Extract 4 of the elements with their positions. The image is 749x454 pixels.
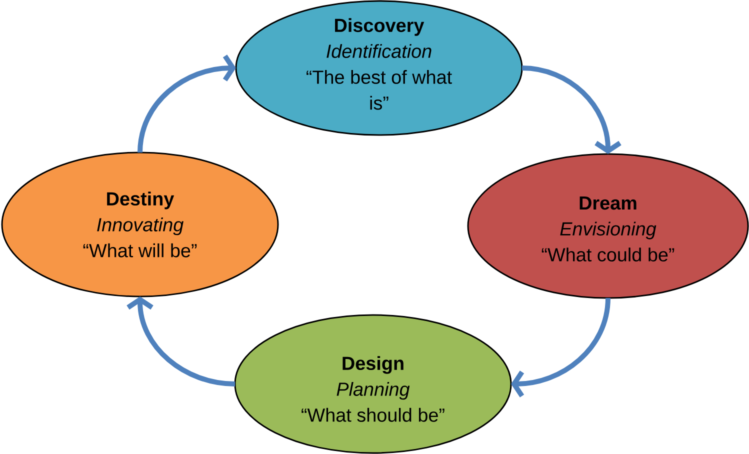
curved-arrow [126,296,236,386]
curved-arrow [138,54,236,153]
curved-arrow [522,66,622,154]
curved-arrow [511,298,610,398]
